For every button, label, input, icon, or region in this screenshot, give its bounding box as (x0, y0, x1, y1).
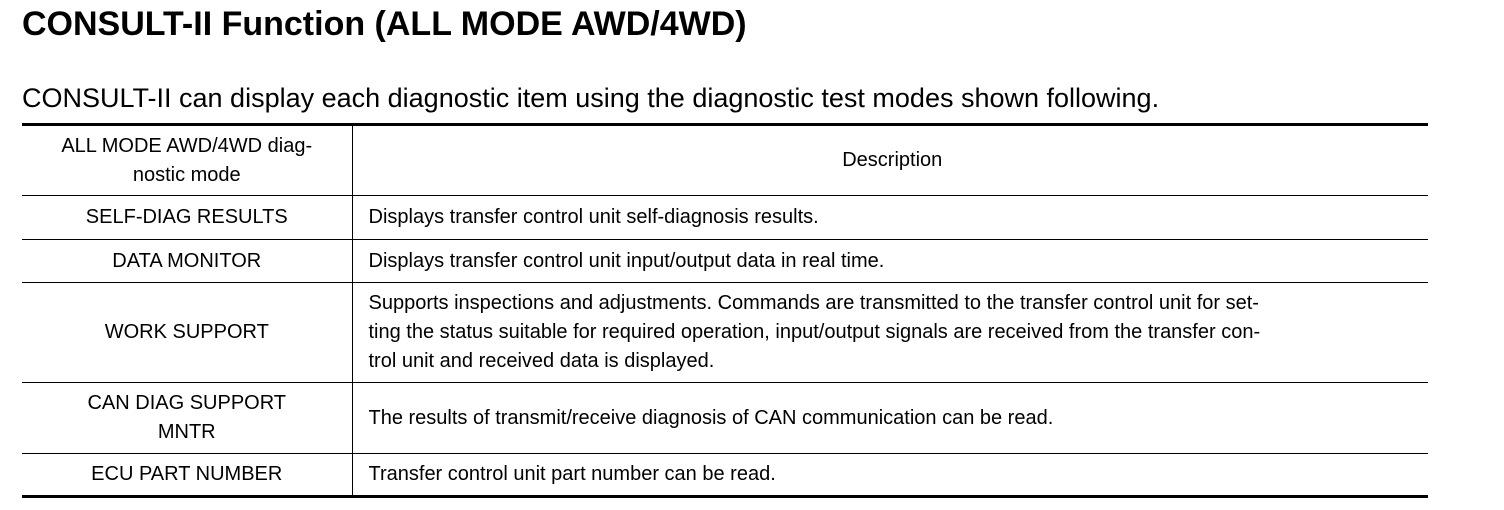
intro-text: CONSULT-II can display each diagnostic i… (22, 83, 1160, 113)
row-description: The results of transmit/receive diagnosi… (352, 382, 1428, 454)
diagnostic-mode-table: ALL MODE AWD/4WD diag- nostic mode Descr… (22, 123, 1428, 498)
header-diagnostic-mode: ALL MODE AWD/4WD diag- nostic mode (22, 124, 353, 196)
table-row: WORK SUPPORT Supports inspections and ad… (22, 282, 1428, 383)
table-row: ECU PART NUMBER Transfer control unit pa… (22, 453, 1428, 498)
table-header-row: ALL MODE AWD/4WD diag- nostic mode Descr… (22, 124, 1428, 196)
row-mode: WORK SUPPORT (22, 282, 353, 383)
row-mode: DATA MONITOR (22, 239, 353, 283)
row-description: Transfer control unit part number can be… (352, 453, 1428, 498)
header-description: Description (352, 124, 1428, 196)
row-mode: CAN DIAG SUPPORT MNTR (22, 382, 353, 454)
table-row: CAN DIAG SUPPORT MNTR The results of tra… (22, 382, 1428, 454)
table-row: DATA MONITOR Displays transfer control u… (22, 239, 1428, 283)
row-description: Displays transfer control unit self-diag… (352, 195, 1428, 240)
row-description: Supports inspections and adjustments. Co… (352, 282, 1428, 383)
row-mode: SELF-DIAG RESULTS (22, 195, 353, 240)
page-title: CONSULT-II Function (ALL MODE AWD/4WD) (22, 5, 747, 43)
row-mode: ECU PART NUMBER (22, 453, 353, 498)
table-row: SELF-DIAG RESULTS Displays transfer cont… (22, 195, 1428, 240)
row-description: Displays transfer control unit input/out… (352, 239, 1428, 283)
